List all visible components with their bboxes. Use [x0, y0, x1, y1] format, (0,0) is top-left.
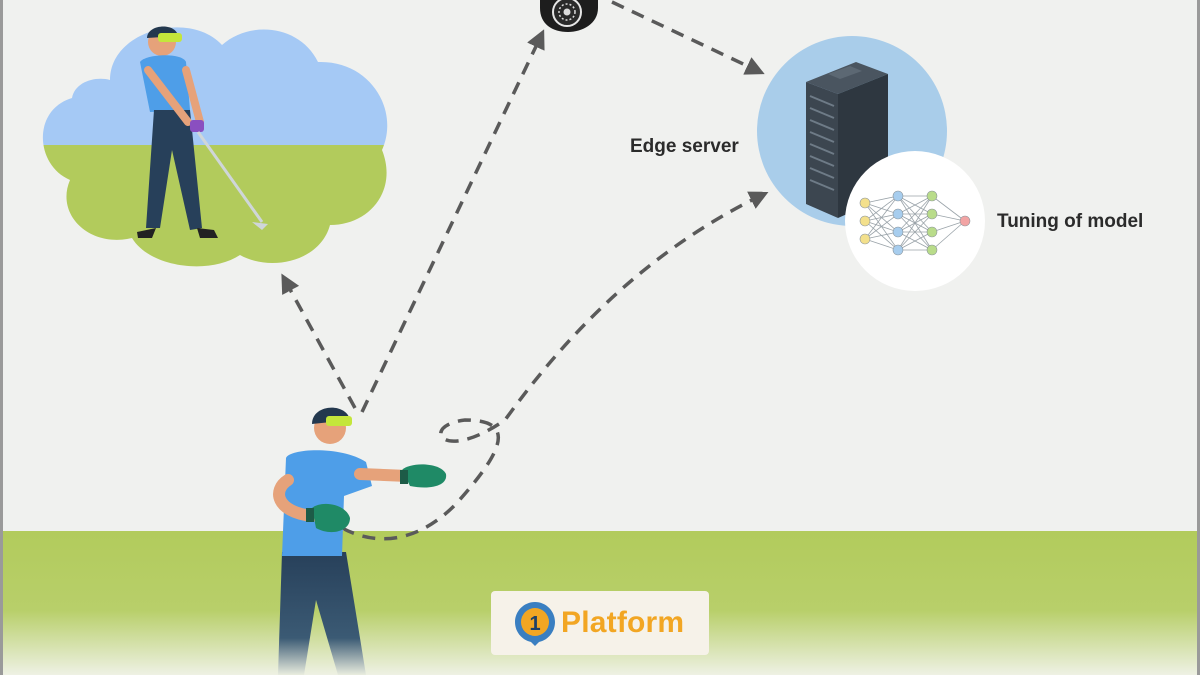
platform-badge: 1 Platform — [491, 591, 709, 655]
nn-connection — [864, 195, 899, 240]
platform-logo-digit: 1 — [529, 613, 540, 635]
edge-server-label: Edge server — [630, 136, 739, 157]
arrow-camera-to-server — [611, 0, 765, 75]
boxer-figure — [273, 407, 447, 675]
nn-node — [859, 215, 871, 227]
nn-node — [926, 208, 938, 220]
nn-connection — [897, 195, 933, 251]
nn-connection — [931, 220, 966, 233]
nn-connection — [931, 195, 966, 222]
security-camera-icon — [540, 0, 598, 32]
nn-node — [926, 226, 938, 238]
nn-connection — [864, 231, 899, 240]
golfer-thought-cloud — [42, 26, 388, 267]
nn-connection — [864, 195, 899, 222]
tuning-of-model-label: Tuning of model — [997, 211, 1144, 232]
nn-node — [859, 197, 871, 209]
neural-network-nodes — [859, 190, 971, 256]
arrow-to-camera — [360, 29, 545, 413]
edge-server — [757, 36, 985, 291]
neural-network-icon — [864, 195, 966, 251]
nn-connection — [897, 231, 933, 251]
nn-connection — [931, 220, 966, 251]
nn-node — [959, 215, 971, 227]
arrow-motion-to-server — [341, 191, 769, 541]
arrow-to-cloud — [281, 273, 357, 409]
nn-node — [859, 233, 871, 245]
nn-node — [926, 190, 938, 202]
nn-connection — [864, 195, 899, 204]
nn-node — [892, 208, 904, 220]
nn-node — [892, 244, 904, 256]
data-flow-arrows — [281, 0, 769, 541]
model-circle — [845, 151, 985, 291]
nn-connection — [897, 195, 933, 233]
nn-connection — [864, 213, 899, 240]
nn-node — [926, 244, 938, 256]
nn-connection — [897, 195, 933, 215]
nn-connection — [931, 213, 966, 222]
platform-badge-text: Platform — [561, 606, 685, 639]
platform-logo-icon: 1 — [515, 602, 555, 646]
nn-node — [892, 190, 904, 202]
nn-connection — [864, 238, 899, 251]
nn-node — [892, 226, 904, 238]
golfer-figure — [137, 26, 268, 238]
nn-connection — [897, 213, 933, 251]
